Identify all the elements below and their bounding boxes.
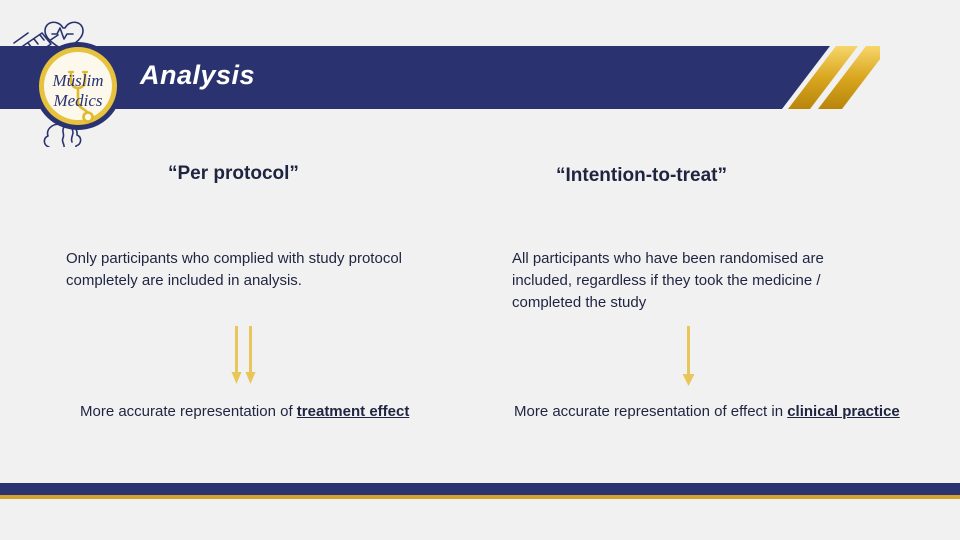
column-description-intention-to-treat: All participants who have been randomise… [512,250,824,311]
outcome-prefix-right: More accurate representation of effect i… [514,403,788,420]
column-heading-per-protocol: “Per protocol” [168,163,299,184]
outcome-prefix-left: More accurate representation of [80,403,297,420]
outcome-emphasis-right: clinical practice [787,403,900,420]
column-description-per-protocol: Only participants who complied with stud… [66,250,402,289]
outcome-emphasis-left: treatment effect [296,403,410,420]
logo-graphic: Müslim Medics [9,21,122,147]
double-down-arrow-icon [231,326,256,384]
column-outcome-per-protocol: More accurate representation of treatmen… [80,400,480,423]
column-heading-intention-to-treat: “Intention-to-treat” [556,165,727,186]
column-outcome-intention-to-treat: More accurate representation of effect i… [514,400,914,423]
brain-icon [43,123,82,147]
footer-gold-bar [0,495,960,499]
banner-gold-stripe-1 [788,46,858,109]
logo-text-line-1: Müslim [52,71,104,90]
single-down-arrow-icon [682,326,695,386]
footer-navy-bar [0,483,960,495]
footer-background [0,499,960,540]
logo-text-line-2: Medics [52,91,102,110]
logo: Müslim Medics [8,2,148,147]
arrow-group-intention-to-treat [678,326,708,393]
arrow-group-per-protocol [228,326,268,393]
banner-gold-stripe-2 [818,46,880,109]
page-title: Analysis [140,60,256,90]
